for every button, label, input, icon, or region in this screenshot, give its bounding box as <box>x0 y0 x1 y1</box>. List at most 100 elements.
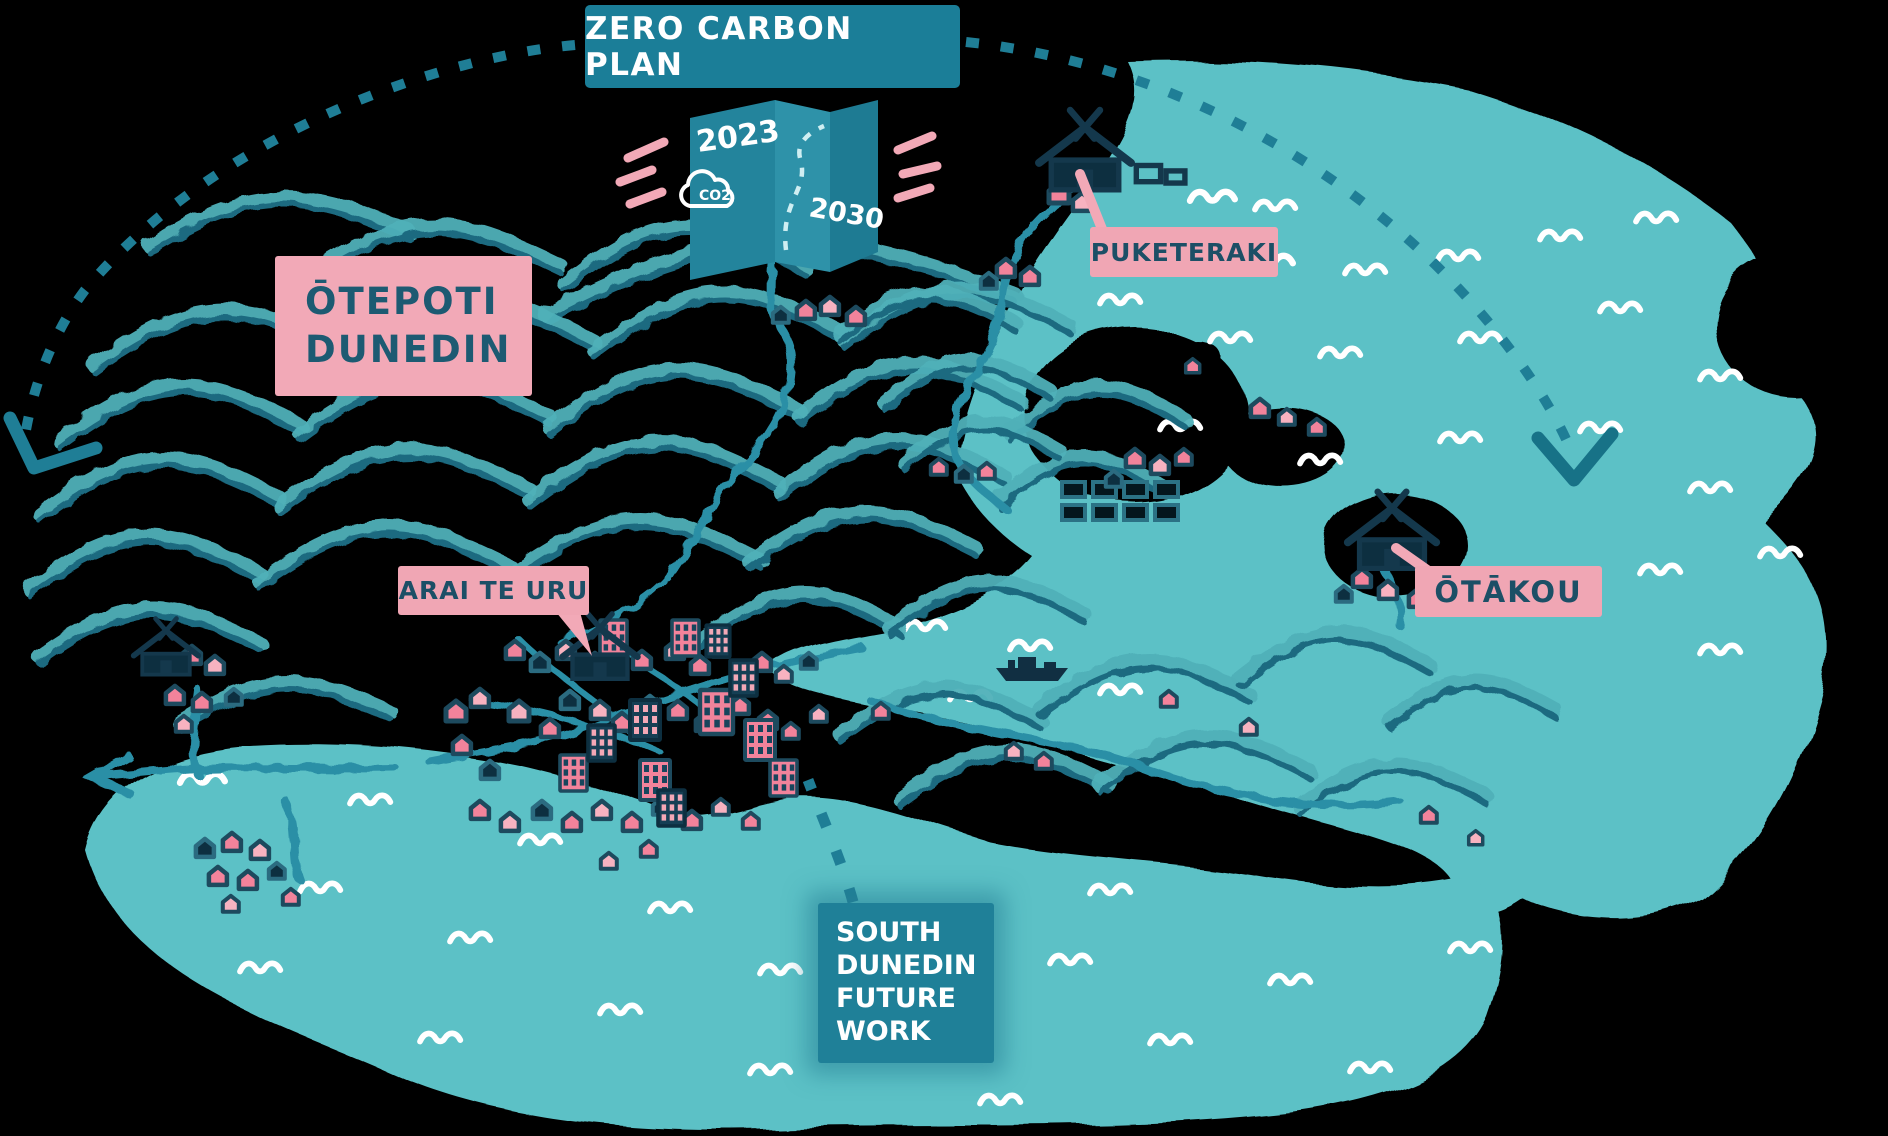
house-icon <box>1418 804 1439 825</box>
house-icon <box>538 716 562 740</box>
house-icon <box>468 798 492 822</box>
causeway-grid <box>1060 480 1180 522</box>
puketeraki-leader <box>1075 169 1109 239</box>
wave-icon <box>1757 545 1804 560</box>
house-icon <box>808 703 829 724</box>
house-icon <box>1333 583 1354 604</box>
building-icon <box>704 623 732 659</box>
folded-map-icon: 2023 2030 CO2 <box>679 100 886 280</box>
house-icon <box>558 688 582 712</box>
house-icon <box>1183 356 1202 375</box>
emphasis-dashes <box>615 131 942 209</box>
emphasis-dash <box>625 187 667 209</box>
wave-icon <box>1252 198 1299 213</box>
building-icon <box>558 753 589 793</box>
house-icon <box>443 698 469 724</box>
wave-icon <box>1342 262 1389 277</box>
house-icon <box>1466 828 1485 847</box>
house-icon <box>740 810 761 831</box>
house-icon <box>1306 416 1327 437</box>
hill-ridges <box>22 190 1563 817</box>
wave-icon <box>757 962 804 977</box>
co2-cloud-icon: CO2 <box>679 169 735 208</box>
wave-icon <box>1207 330 1254 345</box>
wave-icon <box>1297 452 1344 467</box>
house-icon <box>978 270 999 291</box>
emphasis-dash <box>898 161 942 179</box>
house-icon <box>953 463 974 484</box>
house-icon <box>528 650 552 674</box>
dotted-arc-right <box>965 37 1619 487</box>
emphasis-dash <box>623 137 669 163</box>
wave-icon <box>1633 210 1680 225</box>
emphasis-dash <box>893 131 937 155</box>
house-icon <box>770 304 791 325</box>
wave-icon <box>1147 1032 1194 1047</box>
house-icon <box>450 733 474 757</box>
house-icon <box>530 798 554 822</box>
house-icon <box>1173 446 1194 467</box>
wave-icon <box>1447 940 1494 955</box>
label-otakou: ŌTĀKOU <box>1415 566 1602 617</box>
wave-icon <box>347 792 394 807</box>
house-icon <box>506 698 532 724</box>
wave-icon <box>517 832 564 847</box>
house-icon <box>598 850 619 871</box>
arrow-down-icon <box>1531 427 1619 487</box>
house-icon <box>1376 578 1400 602</box>
wave-icon <box>977 1092 1024 1107</box>
label-otepoti-dunedin: ŌTEPOTI DUNEDIN <box>275 256 532 396</box>
south-dunedin-dotted-leader <box>802 778 859 904</box>
marae-icon-west <box>130 616 202 677</box>
house-icon <box>1018 264 1042 288</box>
wave-icon <box>1186 188 1239 205</box>
house-icon <box>780 720 801 741</box>
house-icon <box>1350 566 1374 590</box>
causeway-cell <box>1153 503 1180 522</box>
city-street-4 <box>557 575 671 645</box>
house-icon <box>1123 446 1147 470</box>
house-icon <box>190 690 214 714</box>
wave-icon <box>747 1062 794 1077</box>
wave-icon <box>176 770 229 787</box>
house-icon <box>588 698 612 722</box>
house-icon <box>498 810 522 834</box>
wave-icon <box>1687 480 1734 495</box>
south-road <box>281 796 304 884</box>
house-icon <box>638 838 659 859</box>
house-icon <box>280 886 301 907</box>
wave-icon <box>647 900 694 915</box>
wave-icon <box>1047 952 1094 967</box>
map-route-dashed <box>782 123 825 251</box>
wave-icon <box>447 930 494 945</box>
wave-icon <box>1697 642 1744 657</box>
west-road <box>91 763 399 781</box>
wave-icon <box>1087 882 1134 897</box>
wave-icon <box>1157 418 1204 433</box>
house-icon <box>870 700 891 721</box>
house-icon <box>794 298 818 322</box>
causeway-cell <box>1060 503 1087 522</box>
banner-zero-carbon-plan: ZERO CARBON PLAN <box>585 5 960 88</box>
house-icon <box>1158 688 1179 709</box>
building-icon <box>628 698 662 742</box>
house-icon <box>560 810 584 834</box>
causeway-cell <box>1122 503 1149 522</box>
building-icon <box>586 723 617 763</box>
house-icon <box>994 256 1018 280</box>
house-icon <box>773 663 794 684</box>
wave-icon <box>1317 345 1364 360</box>
house-icon <box>266 860 287 881</box>
building-icon <box>670 618 701 658</box>
callout-south-dunedin-future-work: SOUTH DUNEDIN FUTURE WORK <box>818 903 994 1063</box>
house-icon <box>163 683 187 707</box>
house-icon <box>1103 468 1124 489</box>
house-icon <box>1238 716 1259 737</box>
wave-icon <box>1097 292 1144 307</box>
house-icon <box>976 460 997 481</box>
building-icon <box>697 687 736 737</box>
house-icon <box>468 686 492 710</box>
marae-icons <box>130 106 1441 682</box>
